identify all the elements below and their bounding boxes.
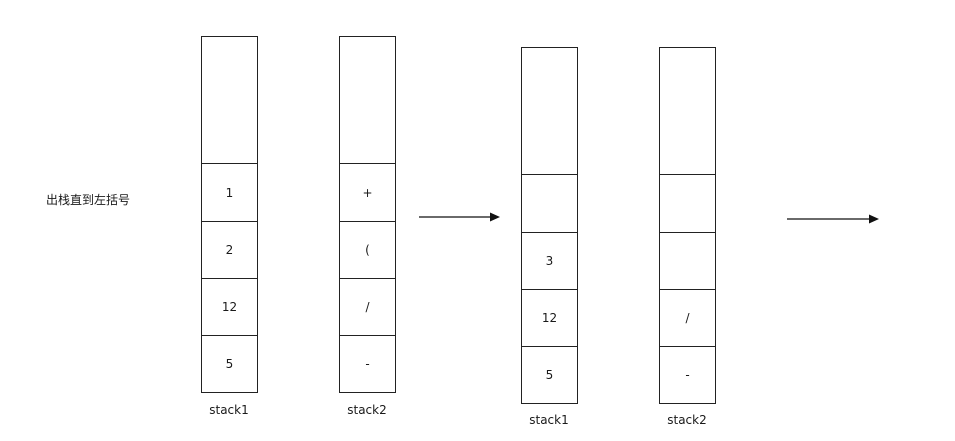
before-stack1-label: stack1 [209, 403, 249, 417]
before-stack2-cell-1: ( [340, 221, 395, 278]
caption: 出栈直到左括号 [46, 193, 131, 207]
after-stack1-cell-3: 5 [522, 346, 577, 403]
before-stack2-cell-3: - [340, 335, 395, 392]
before-stack2-cell-0: + [340, 163, 395, 221]
after-stack2-label: stack2 [667, 413, 707, 427]
before-stack1-cell-1: 2 [202, 221, 257, 278]
before-stack1-cell-2: 12 [202, 278, 257, 335]
arrow-right-icon [787, 214, 879, 224]
after-stack1: 3 12 5 [521, 47, 578, 404]
before-stack2-label: stack2 [347, 403, 387, 417]
before-stack1-cell-3: 5 [202, 335, 257, 392]
before-stack1: 1 2 12 5 [201, 36, 258, 393]
after-stack1-cell-2: 12 [522, 289, 577, 346]
before-stack2: + ( / - [339, 36, 396, 393]
after-stack1-label: stack1 [529, 413, 569, 427]
after-stack2-cell-0 [660, 174, 715, 232]
before-stack1-cell-0: 1 [202, 163, 257, 221]
arrow-right-icon [419, 212, 500, 222]
after-stack2-cell-3: - [660, 346, 715, 403]
after-stack2-cell-1 [660, 232, 715, 289]
before-stack2-cell-2: / [340, 278, 395, 335]
after-stack2: / - [659, 47, 716, 404]
after-stack1-cell-1: 3 [522, 232, 577, 289]
after-stack2-cell-2: / [660, 289, 715, 346]
after-stack1-cell-0 [522, 174, 577, 232]
